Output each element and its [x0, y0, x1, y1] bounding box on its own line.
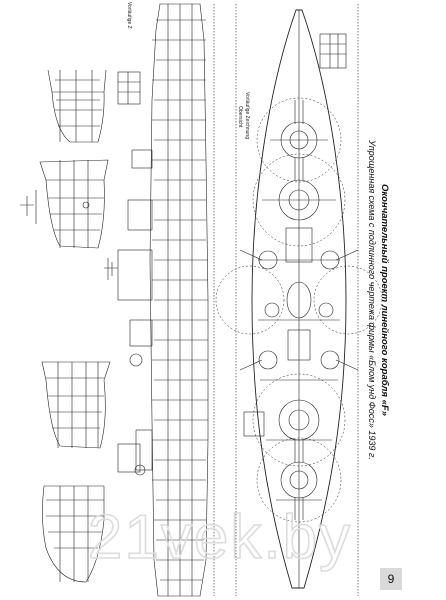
- cross-section-4: [42, 485, 105, 583]
- cross-section-3: [41, 361, 111, 449]
- figure-caption: Окончательный проект линейного корабля «…: [365, 0, 391, 600]
- plan-stamp: Vorläufige Zeichnung: [244, 92, 250, 139]
- side-profile: [104, 3, 209, 597]
- cross-section-2: [20, 159, 109, 249]
- plan-view: [215, 9, 383, 589]
- watermark-logo: 21vek.by: [87, 502, 352, 573]
- plan-stamp-sub: Obersicht: [237, 106, 243, 128]
- page-number: 9: [380, 568, 402, 590]
- caption-title: Окончательный проект линейного корабля «…: [379, 183, 390, 417]
- svg-text:21vek.by: 21vek.by: [88, 503, 352, 572]
- caption-subtitle: Упрощенная схема с подлинного чертежа фи…: [367, 140, 377, 460]
- cross-section-1: [47, 69, 107, 143]
- profile-stamp: Vorläufige Z: [126, 2, 132, 29]
- scale-strips: [213, 4, 359, 596]
- plan-title-box: [319, 33, 347, 69]
- profile-title-box: [117, 71, 141, 105]
